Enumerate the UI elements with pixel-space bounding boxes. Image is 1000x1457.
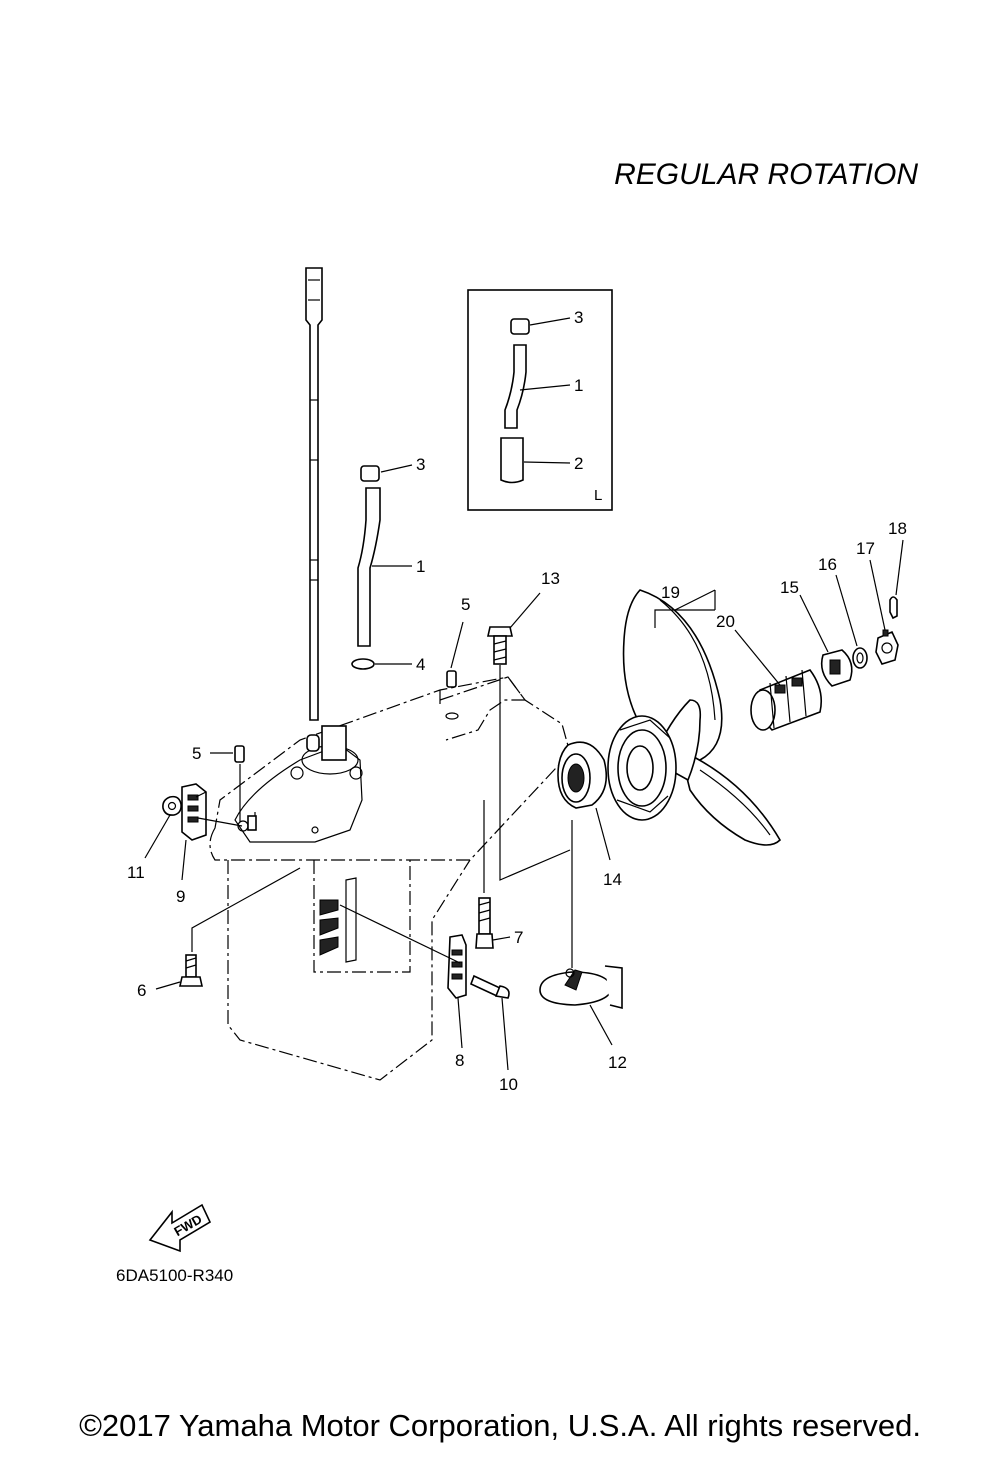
callout: 18	[888, 519, 907, 538]
inset-collar-part[interactable]	[510, 318, 530, 335]
inset-callout: 1	[574, 376, 583, 395]
hub-part[interactable]	[750, 669, 823, 731]
nut-part[interactable]	[162, 795, 182, 816]
trim-tab-part[interactable]	[539, 965, 623, 1010]
screw-part-10[interactable]	[469, 974, 510, 999]
callout-labels: 3 1 4 5 13 19 20 15 16 17 18 5 11 9 14 7…	[127, 455, 907, 1094]
collar-part[interactable]	[360, 465, 380, 482]
inset-water-tube-part[interactable]	[504, 344, 527, 429]
callout: 20	[716, 612, 735, 631]
washer-part-16[interactable]	[852, 647, 868, 669]
callout: 8	[455, 1051, 464, 1070]
anode-part-8[interactable]	[339, 904, 467, 999]
drive-shaft	[305, 267, 323, 721]
callout: 7	[514, 928, 523, 947]
callout: 3	[416, 455, 425, 474]
callout: 5	[192, 744, 201, 763]
callout: 10	[499, 1075, 518, 1094]
gear-case-top	[234, 725, 363, 843]
callout: 15	[780, 578, 799, 597]
inset-callout: 3	[574, 308, 583, 327]
inset-callout: 2	[574, 454, 583, 473]
washer-part-15[interactable]	[820, 649, 853, 687]
lower-case-outline	[209, 676, 571, 1081]
callout: 12	[608, 1053, 627, 1072]
callout: 5	[461, 595, 470, 614]
bolt-part-13[interactable]	[487, 626, 513, 665]
nut-part-17[interactable]	[875, 629, 899, 665]
dowel-pin-part[interactable]	[446, 670, 457, 688]
callout: 1	[416, 557, 425, 576]
propeller-part[interactable]	[607, 589, 782, 846]
inset-grommet-part[interactable]	[500, 437, 524, 484]
callout: 16	[818, 555, 837, 574]
inset-box: 3 1 2 L	[467, 289, 613, 511]
callout: 9	[176, 887, 185, 906]
dowel-pin-part[interactable]	[234, 745, 245, 763]
cotter-pin-part[interactable]	[889, 596, 898, 620]
thrust-washer-part[interactable]	[557, 741, 608, 809]
bolt-part-7[interactable]	[475, 897, 494, 949]
diagram-code: 6DA5100-R340	[116, 1266, 234, 1285]
water-tube-part[interactable]	[357, 487, 381, 647]
diagram-title: REGULAR ROTATION	[614, 158, 918, 191]
fwd-arrow-icon: FWD	[148, 1203, 212, 1253]
anode-part-9[interactable]	[181, 783, 243, 841]
callout: 6	[137, 981, 146, 1000]
copyright-notice: ©2017 Yamaha Motor Corporation, U.S.A. A…	[79, 1408, 921, 1443]
o-ring-part[interactable]	[351, 658, 375, 670]
callout: 11	[127, 863, 145, 882]
callout: 13	[541, 569, 560, 588]
callout: 17	[856, 539, 875, 558]
callout: 14	[603, 870, 622, 889]
housing-ribs	[319, 877, 357, 963]
callout: 4	[416, 655, 425, 674]
bolt-part-6[interactable]	[179, 954, 203, 987]
inset-letter: L	[594, 487, 602, 504]
callout: 19	[661, 583, 680, 602]
